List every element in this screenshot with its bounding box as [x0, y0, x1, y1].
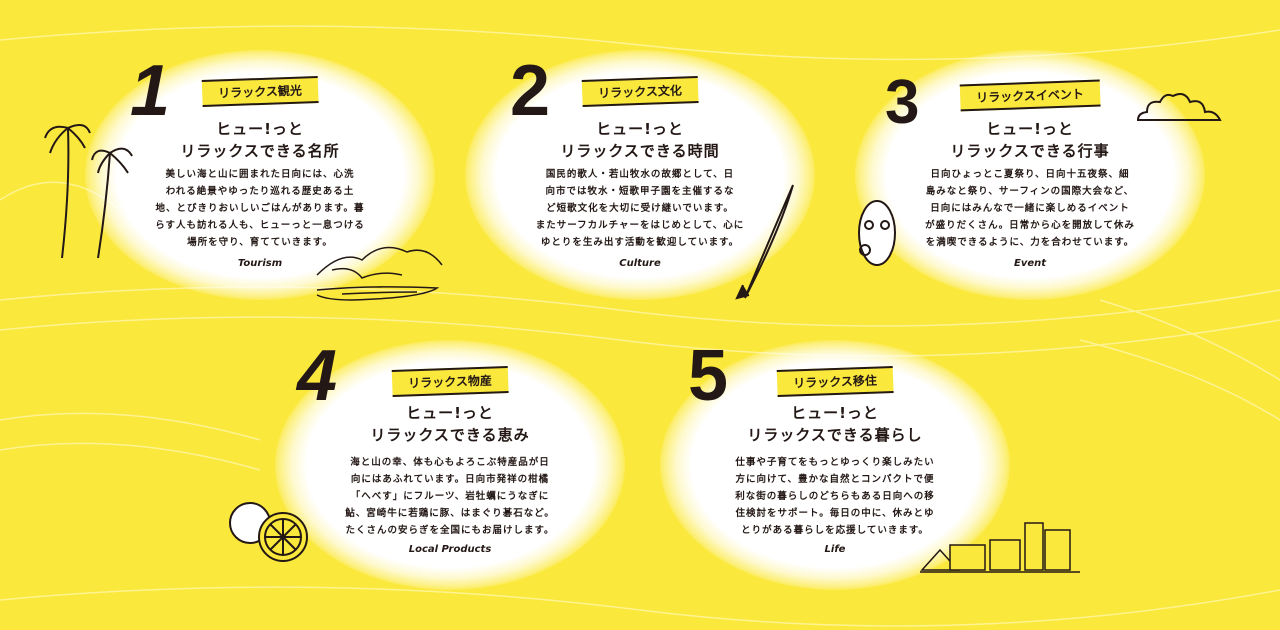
hyottoko-mask-icon — [858, 200, 896, 266]
card-badge: リラックスイベント — [959, 79, 1101, 112]
card-number: 5 — [688, 336, 729, 416]
card-body: 日向ひょっとこ夏祭り、日向十五夜祭、細島みなと祭り、サーフィンの国際大会など、日… — [925, 169, 1135, 248]
coastline-mountains-icon — [316, 246, 443, 301]
card-title: ヒュー!っとリラックスできる時間 — [560, 120, 720, 160]
card-english-label: Tourism — [237, 258, 283, 269]
card-culture: 2 リラックス文化 ヒュー!っとリラックスできる時間 国民的歌人・若山牧水の故郷… — [465, 50, 815, 300]
card-badge: リラックス移住 — [776, 365, 894, 398]
card-number: 2 — [510, 51, 551, 131]
card-body: 美しい海と山に囲まれた日向には、心洗われる絶景やゆったり巡れる歴史ある土地、とび… — [155, 169, 365, 248]
cloud-icon — [1136, 93, 1222, 121]
card-body: 仕事や子育てをもっとゆっくり楽しみたい方に向けて、豊かな自然とコンパクトで便利な… — [735, 457, 935, 536]
card-event: 3 リラックスイベント ヒュー!っとリラックスできる行事 日向ひょっとこ夏祭り、… — [855, 50, 1205, 300]
card-badge: リラックス観光 — [201, 75, 319, 108]
card-english-label: Culture — [619, 258, 661, 269]
card-title: ヒュー!っとリラックスできる恵み — [370, 404, 530, 444]
palm-trees-icon — [44, 123, 133, 259]
card-local-products: 4 リラックス物産 ヒュー!っとリラックスできる恵み 海と山の幸、体も心もよろこ… — [275, 340, 625, 590]
card-english-label: Local Products — [408, 544, 492, 555]
card-english-label: Life — [824, 544, 846, 555]
card-body: 国民的歌人・若山牧水の故郷として、日向市では牧水・短歌甲子園を主催するなど短歌文… — [535, 169, 745, 248]
card-title: ヒュー!っとリラックスできる暮らし — [747, 404, 923, 444]
card-badge: リラックス物産 — [391, 365, 509, 398]
citrus-hebesu-icon — [229, 502, 308, 562]
card-body: 海と山の幸、体も心もよろこぶ特産品が日向にはあふれています。日向市発祥の柑橘「へ… — [345, 457, 555, 536]
card-number: 1 — [130, 51, 171, 131]
card-title: ヒュー!っとリラックスできる行事 — [950, 120, 1110, 160]
card-tourism: 1 リラックス観光 ヒュー!っとリラックスできる名所 美しい海と山に囲まれた日向… — [85, 50, 435, 300]
town-buildings-icon — [920, 522, 1080, 573]
card-number: 3 — [885, 68, 920, 137]
card-number: 4 — [297, 336, 338, 416]
surfboard-icon — [735, 184, 794, 300]
card-english-label: Event — [1013, 258, 1047, 269]
card-title: ヒュー!っとリラックスできる名所 — [180, 120, 340, 160]
card-badge: リラックス文化 — [581, 75, 699, 108]
